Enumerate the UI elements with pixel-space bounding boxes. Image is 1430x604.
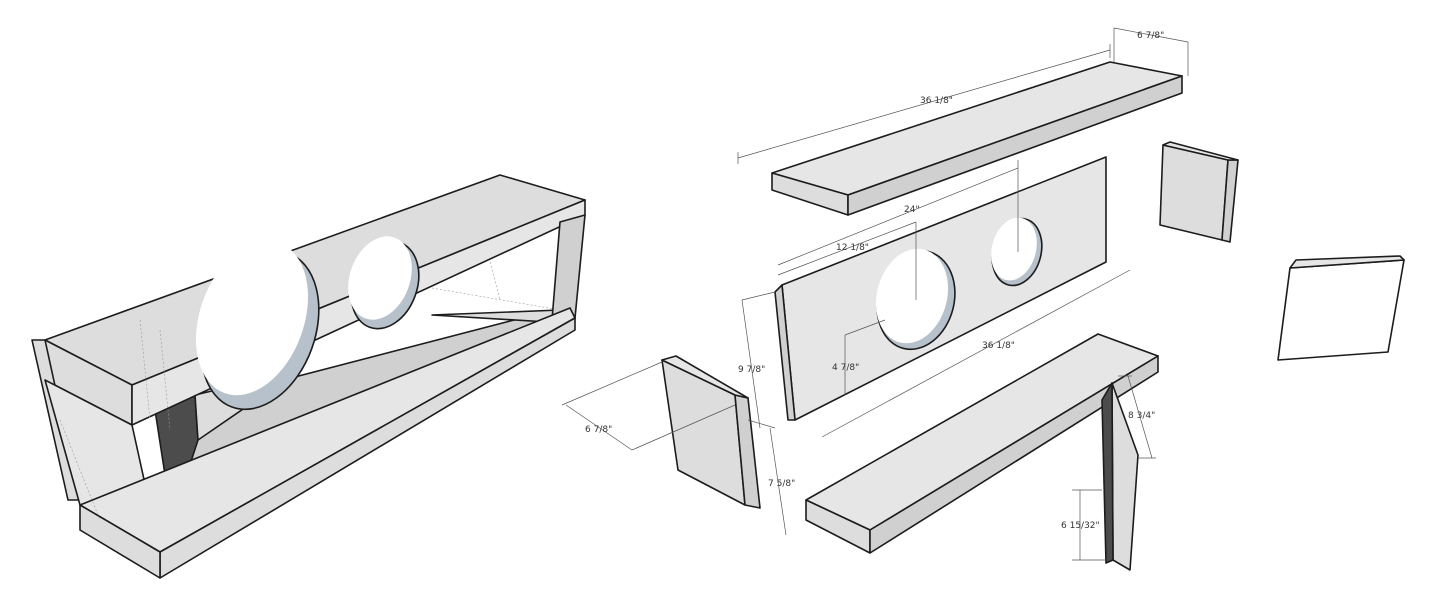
- bottom-board-edge: [869, 355, 1159, 554]
- dim-brace-depth: 6 15/32": [1061, 521, 1100, 531]
- left-side-top: [661, 355, 749, 399]
- dim-side-height: 7 5/8": [768, 479, 795, 489]
- hidden-edge: [431, 287, 561, 311]
- woofer-hole-large-inner: [195, 240, 309, 396]
- baffle-edge: [774, 284, 796, 421]
- dim-line-top-length: [737, 49, 1111, 159]
- exploded-back-panel: [1277, 255, 1405, 361]
- exploded-bottom-board: [805, 333, 1159, 554]
- cabinet-bottom-end: [79, 504, 161, 579]
- assembled-cabinet: [31, 174, 586, 579]
- dim-ext: [747, 419, 776, 429]
- cabinet-open-end: [432, 218, 580, 315]
- dim-line-side-height: [769, 427, 787, 536]
- dim-ext: [741, 291, 776, 301]
- hidden-edge: [489, 261, 501, 301]
- dim-line-side-depth: [565, 404, 633, 451]
- exploded-front-baffle: [774, 156, 1107, 421]
- hidden-edge: [59, 419, 101, 521]
- dim-baffle-height: 9 7/8": [738, 365, 765, 375]
- dim-ext: [561, 361, 663, 406]
- dim-line-hole-span: [777, 167, 1019, 266]
- right-side-face: [1159, 144, 1229, 241]
- left-side-face: [661, 359, 746, 506]
- woofer-hole-small-inner: [348, 236, 412, 320]
- dim-ext: [844, 319, 886, 336]
- baffle-hole-large-inner: [875, 248, 949, 344]
- top-board-face: [771, 61, 1183, 196]
- dim-line-hole-center: [777, 221, 917, 276]
- dim-line-top-depth: [1113, 27, 1189, 43]
- baffle-hole-small-inner: [991, 217, 1037, 281]
- back-panel-face: [1277, 259, 1405, 361]
- exploded-top-board: [771, 61, 1183, 216]
- dim-side-depth: 6 7/8": [585, 425, 612, 435]
- back-panel-top: [1289, 255, 1405, 269]
- dim-line-brace-height: [1127, 375, 1153, 459]
- dim-line-baffle-length: [821, 269, 1131, 438]
- dim-top-depth: 6 7/8": [1137, 31, 1164, 41]
- dim-line-baffle-height: [741, 299, 761, 429]
- brace-dark-face: [1101, 382, 1114, 564]
- dim-baffle-length: 36 1/8": [982, 341, 1015, 351]
- dim-top-length: 36 1/8": [920, 96, 953, 106]
- dim-brace-height: 8 3/4": [1128, 411, 1155, 421]
- exploded-brace: [1101, 382, 1139, 571]
- dim-hole-span: 24": [904, 205, 920, 215]
- top-board-edge: [847, 75, 1183, 216]
- dim-hole-center: 12 1/8": [836, 243, 869, 253]
- exploded-right-side: [1159, 141, 1239, 243]
- dim-hole-height: 4 7/8": [832, 363, 859, 373]
- hidden-edge: [139, 319, 151, 421]
- exploded-left-side: [661, 355, 761, 509]
- hidden-edge: [159, 329, 171, 431]
- right-side-top: [1162, 141, 1239, 161]
- dim-ext: [631, 404, 736, 451]
